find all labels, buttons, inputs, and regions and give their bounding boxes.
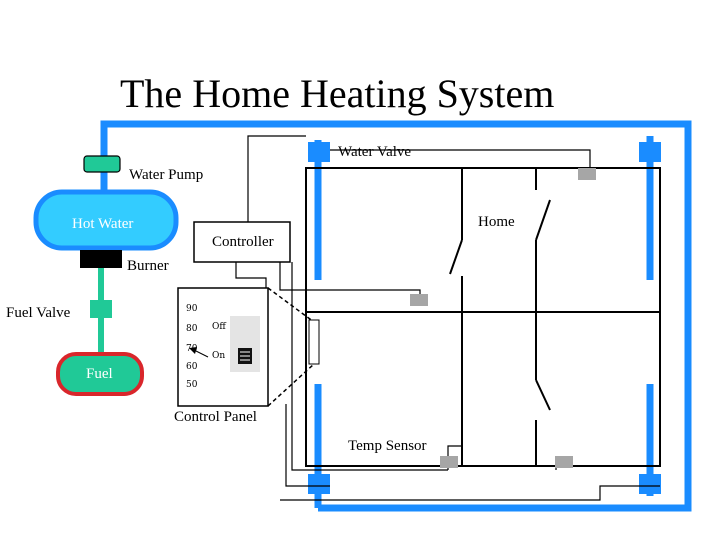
water-pump [83, 155, 121, 173]
control-panel-box [177, 287, 269, 407]
thermostat-tick-70: 70 [186, 344, 198, 354]
water-valve-bottom-right [639, 474, 661, 494]
water-pump-label: Water Pump [129, 167, 204, 183]
water-valves [308, 142, 661, 494]
water-valve-bottom-left [308, 474, 330, 494]
thermostat-tick-60: 60 [186, 362, 198, 372]
home-outline [305, 167, 661, 467]
temp-sensor-wall [308, 319, 320, 365]
fuel-tank [56, 352, 144, 396]
thermostat-tick-90: 90 [186, 304, 198, 314]
sensor-bottom-left [440, 456, 458, 468]
controller-label: Controller [212, 234, 274, 250]
room-sensors [410, 168, 596, 468]
burner-label: Burner [127, 258, 169, 274]
water-valve-top-right [639, 142, 661, 162]
thermostat-pointer [189, 347, 209, 358]
water-valve-top-left [308, 142, 330, 162]
switch-off-label: Off [212, 322, 226, 332]
fuel-valve-body [90, 300, 112, 318]
thermostat-tick-50: 50 [186, 380, 198, 390]
switch-on-label: On [212, 351, 226, 361]
control-wires [199, 135, 660, 501]
controller-box [193, 221, 291, 263]
sensor-middle-left [410, 294, 428, 306]
temp-sensor-label: Temp Sensor [348, 438, 427, 454]
page-title: The Home Heating System [120, 71, 555, 116]
hot-water-tank [33, 189, 179, 251]
home-label: Home [478, 214, 515, 230]
sensor-top-right [578, 168, 596, 180]
switch-lines [240, 351, 250, 361]
fuel-valve-label: Fuel Valve [6, 305, 71, 321]
hot-water-label: Hot Water [72, 216, 134, 232]
control-panel-label: Control Panel [174, 409, 257, 425]
thermostat-tick-80: 80 [186, 324, 198, 334]
sensor-bottom-right [555, 456, 573, 468]
fuel-label: Fuel [86, 366, 113, 382]
sensor-link [267, 287, 315, 407]
water-valve-label: Water Valve [338, 144, 412, 160]
burner [80, 250, 122, 268]
